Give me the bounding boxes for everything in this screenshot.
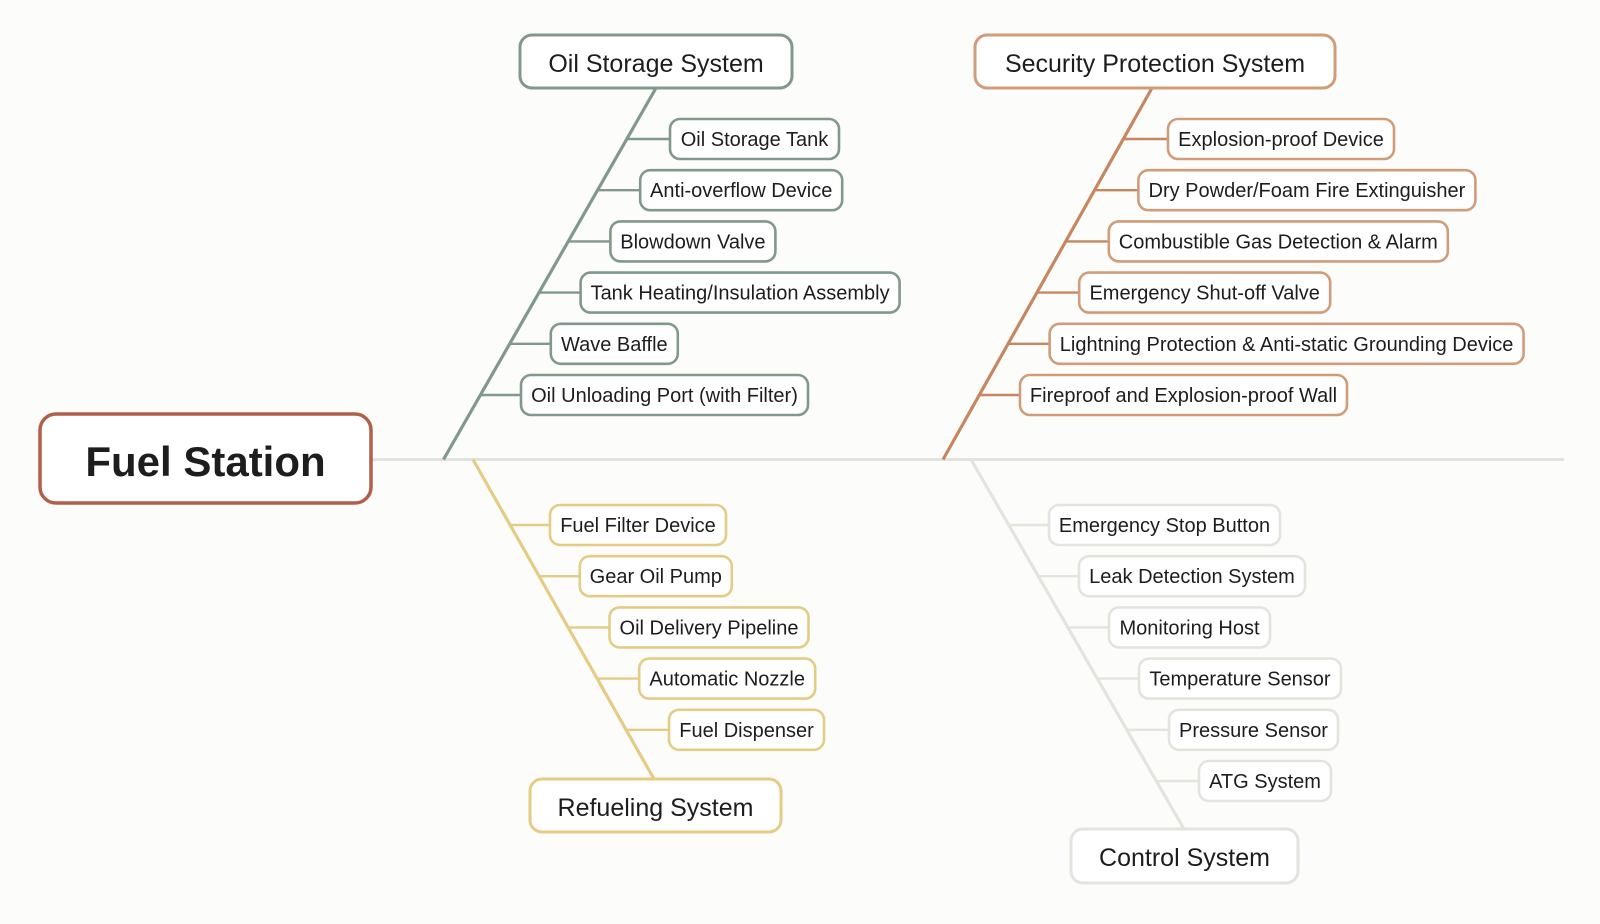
svg-text:Security Protection System: Security Protection System [1005, 50, 1305, 78]
svg-text:Emergency Stop Button: Emergency Stop Button [1059, 515, 1270, 537]
svg-text:Oil Storage Tank: Oil Storage Tank [681, 129, 829, 151]
svg-text:Refueling System: Refueling System [558, 794, 754, 822]
svg-text:Emergency Shut-off Valve: Emergency Shut-off Valve [1089, 283, 1320, 305]
svg-text:Pressure Sensor: Pressure Sensor [1179, 720, 1328, 742]
svg-text:Gear Oil Pump: Gear Oil Pump [590, 566, 722, 588]
svg-text:Wave Baffle: Wave Baffle [561, 334, 668, 356]
svg-text:Combustible Gas Detection & Al: Combustible Gas Detection & Alarm [1119, 231, 1438, 253]
svg-text:Lightning Protection & Anti-st: Lightning Protection & Anti-static Groun… [1060, 334, 1514, 356]
svg-text:Leak Detection System: Leak Detection System [1089, 566, 1295, 588]
svg-text:Explosion-proof Device: Explosion-proof Device [1178, 129, 1384, 151]
svg-text:Control System: Control System [1099, 844, 1270, 872]
svg-text:ATG System: ATG System [1209, 771, 1321, 793]
svg-text:Fuel Filter Device: Fuel Filter Device [560, 515, 716, 537]
svg-text:Monitoring Host: Monitoring Host [1119, 617, 1260, 639]
svg-text:Fuel Station: Fuel Station [85, 438, 325, 485]
svg-text:Oil Storage System: Oil Storage System [548, 50, 763, 78]
svg-text:Blowdown Valve: Blowdown Valve [620, 231, 765, 253]
svg-text:Automatic Nozzle: Automatic Nozzle [649, 669, 805, 691]
svg-text:Oil Delivery Pipeline: Oil Delivery Pipeline [620, 617, 799, 639]
svg-text:Temperature Sensor: Temperature Sensor [1149, 669, 1331, 691]
svg-text:Anti-overflow Device: Anti-overflow Device [650, 180, 832, 202]
svg-text:Tank Heating/Insulation Assemb: Tank Heating/Insulation Assembly [591, 283, 890, 305]
svg-text:Dry Powder/Foam Fire Extinguis: Dry Powder/Foam Fire Extinguisher [1149, 180, 1466, 202]
svg-text:Fuel Dispenser: Fuel Dispenser [679, 720, 814, 742]
svg-text:Fireproof and Explosion-proof: Fireproof and Explosion-proof Wall [1030, 385, 1337, 407]
svg-text:Oil Unloading Port (with Filte: Oil Unloading Port (with Filter) [531, 385, 798, 407]
